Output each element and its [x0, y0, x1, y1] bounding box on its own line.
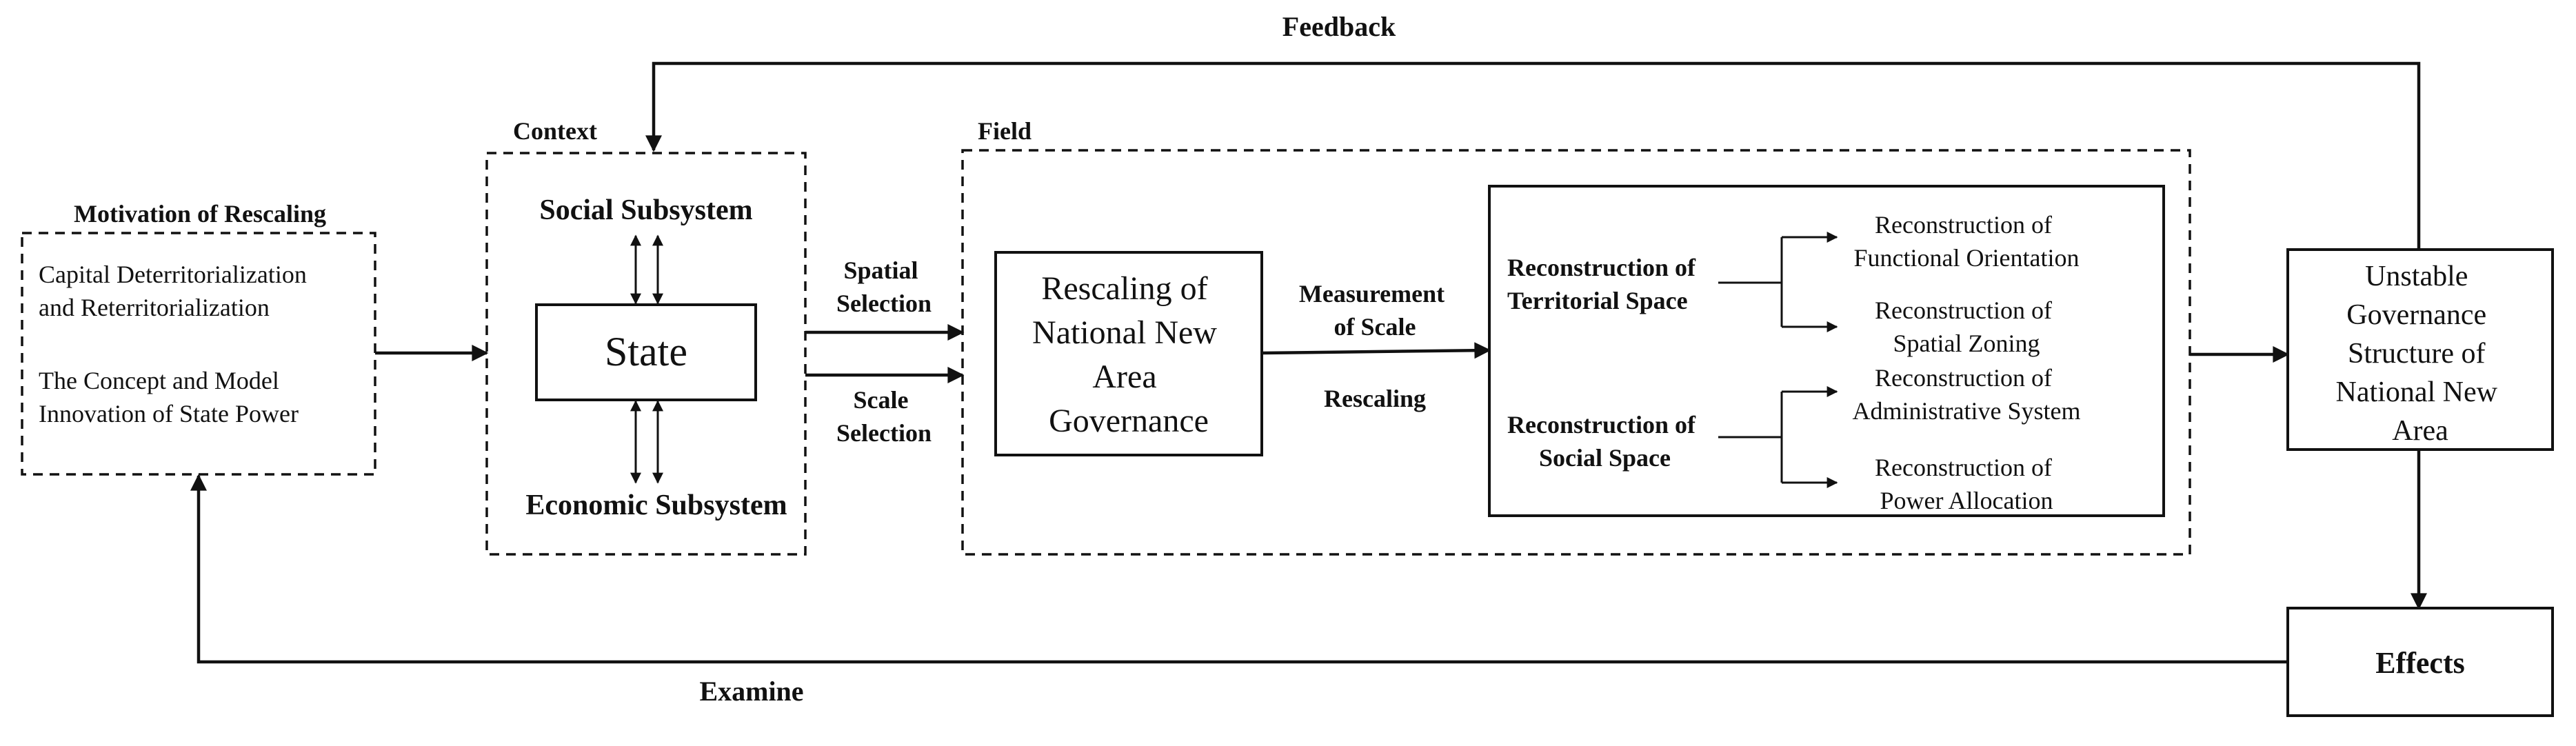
power-allocation-label: Reconstruction of Power Allocation — [1875, 454, 2058, 514]
motivation-item-1-line-1: Capital Deterritorialization — [39, 261, 307, 288]
administrative-system-label: Reconstruction of Administrative System — [1853, 364, 2081, 425]
measurement-of-scale-line-2: of Scale — [1334, 313, 1416, 341]
administrative-system-line-2: Administrative System — [1853, 397, 2081, 425]
rescaling-arrow — [1261, 342, 1491, 359]
motivation-item-2: The Concept and Model Innovation of Stat… — [39, 367, 299, 427]
rescaling-governance-line-3: Area — [1092, 359, 1156, 395]
context-label: Context — [513, 117, 597, 145]
scale-selection-line-2: Selection — [836, 419, 932, 447]
unstable-line-1: Unstable — [2365, 261, 2468, 292]
unstable-line-4: National New — [2336, 376, 2498, 408]
state-box — [535, 303, 757, 401]
territorial-space-label: Reconstruction of Territorial Space — [1507, 254, 1702, 314]
feedback-line — [645, 61, 2421, 250]
spatial-selection-line-1: Spatial — [843, 256, 918, 284]
rescaling-governance-line-1: Rescaling of — [1041, 270, 1207, 307]
unstable-line-5: Area — [2392, 415, 2448, 447]
reconstruction-box — [1488, 185, 2165, 517]
examine-label: Examine — [699, 676, 803, 707]
state-label: State — [605, 329, 687, 374]
unstable-line-3: Structure of — [2348, 338, 2485, 370]
economic-subsystem: Economic Subsystem — [525, 490, 787, 521]
field-box — [961, 149, 2191, 556]
motivation-item-1-line-2: and Reterritorialization — [39, 294, 270, 321]
social-space-line-1: Reconstruction of — [1507, 411, 1696, 438]
rescaling-governance-label: Rescaling of National New Area Governanc… — [1032, 270, 1225, 439]
social-space-line-2: Social Space — [1539, 444, 1671, 472]
power-allocation-line-1: Reconstruction of — [1875, 454, 2052, 481]
examine-line — [190, 474, 2288, 664]
rescaling-governance-line-2: National New — [1032, 314, 1217, 351]
functional-orientation-line-1: Reconstruction of — [1875, 211, 2052, 239]
rescaling-label: Rescaling — [1324, 385, 1426, 412]
power-allocation-line-2: Power Allocation — [1880, 487, 2053, 514]
functional-orientation-line-2: Functional Orientation — [1854, 244, 2080, 272]
effects-box — [2286, 607, 2554, 717]
motivation-title: Motivation of Rescaling — [74, 200, 326, 228]
unstable-line-2: Governance — [2346, 299, 2486, 331]
field-label: Field — [978, 117, 1032, 145]
spatial-zoning-line-2: Spatial Zoning — [1893, 330, 2040, 357]
context-box — [485, 152, 807, 556]
motivation-item-2-line-2: Innovation of State Power — [39, 400, 299, 427]
social-space-label: Reconstruction of Social Space — [1507, 411, 1702, 472]
spatial-zoning-label: Reconstruction of Spatial Zoning — [1875, 296, 2058, 357]
rescaling-governance-line-4: Governance — [1049, 403, 1209, 439]
functional-orientation-label: Reconstruction of Functional Orientation — [1854, 211, 2080, 272]
rescaling-governance-box — [994, 251, 1263, 456]
motivation-item-2-line-1: The Concept and Model — [39, 367, 279, 394]
scale-selection-label: Scale Selection — [836, 386, 932, 447]
territorial-space-line-2: Territorial Space — [1507, 287, 1688, 314]
unstable-governance-label: Unstable Governance Structure of Nationa… — [2336, 261, 2505, 447]
social-subsystem: Social Subsystem — [539, 194, 752, 226]
motivation-item-1: Capital Deterritorialization and Reterri… — [39, 261, 313, 321]
spatial-selection-label: Spatial Selection — [836, 256, 932, 317]
measurement-of-scale-line-1: Measurement — [1299, 280, 1445, 308]
measurement-of-scale-label: Measurement of Scale — [1299, 280, 1451, 341]
administrative-system-line-1: Reconstruction of — [1875, 364, 2052, 392]
spatial-zoning-line-1: Reconstruction of — [1875, 296, 2052, 324]
feedback-label: Feedback — [1282, 11, 1396, 42]
territorial-space-line-1: Reconstruction of — [1507, 254, 1696, 281]
effects-label: Effects — [2375, 646, 2465, 680]
scale-selection-line-1: Scale — [854, 386, 909, 414]
spatial-selection-line-2: Selection — [836, 290, 932, 317]
unstable-governance-box — [2286, 248, 2554, 451]
